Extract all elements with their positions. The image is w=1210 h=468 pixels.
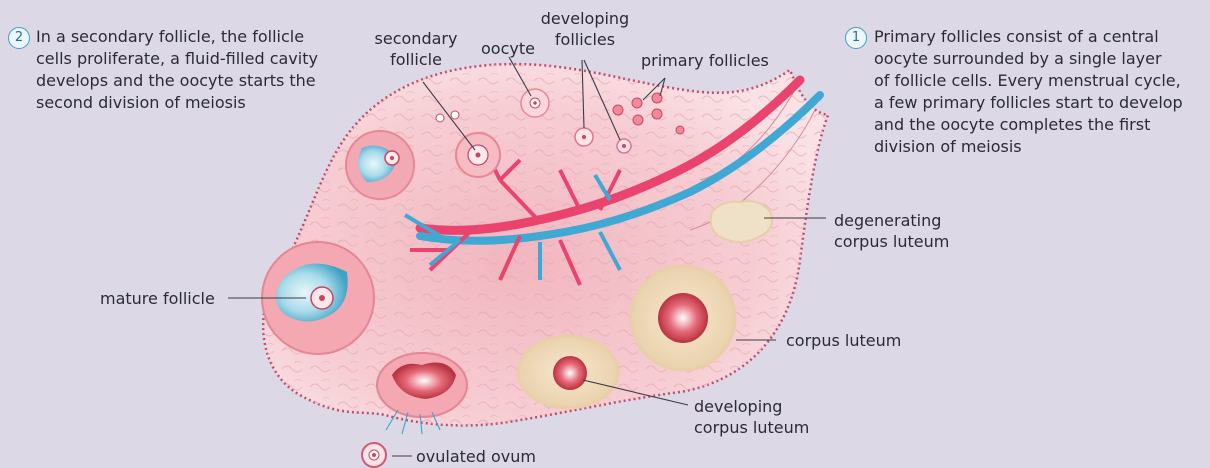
note-text: Primary follicles consist of a central o… bbox=[874, 26, 1204, 158]
label-mature-follicle: mature follicle bbox=[100, 288, 215, 309]
degenerating-corpus-luteum bbox=[711, 201, 772, 242]
note-secondary-follicle: In a secondary follicle, the follicle ce… bbox=[36, 26, 356, 114]
developing-corpus-luteum bbox=[518, 336, 618, 408]
label-secondary-follicle: secondary follicle bbox=[366, 28, 466, 70]
corpus-luteum bbox=[631, 266, 735, 370]
label-corpus-luteum: corpus luteum bbox=[786, 330, 901, 351]
oocyte-follicle bbox=[521, 89, 549, 117]
ovulated-ovum bbox=[362, 443, 386, 467]
note-text: In a secondary follicle, the follicle ce… bbox=[36, 26, 356, 114]
label-developing-corpus-luteum: developing corpus luteum bbox=[694, 396, 809, 438]
label-oocyte: oocyte bbox=[481, 38, 535, 59]
secondary-follicle bbox=[456, 133, 500, 177]
label-ovulated-ovum: ovulated ovum bbox=[416, 446, 536, 467]
note-number-badge: 1 bbox=[845, 27, 867, 49]
note-primary-follicles: Primary follicles consist of a central o… bbox=[874, 26, 1204, 158]
label-degenerating-corpus-luteum: degenerating corpus luteum bbox=[834, 210, 949, 252]
secondary-follicle-large bbox=[346, 131, 414, 199]
note-number-badge: 2 bbox=[8, 27, 30, 49]
label-primary-follicles: primary follicles bbox=[641, 50, 769, 71]
label-developing-follicles: developing follicles bbox=[530, 8, 640, 50]
